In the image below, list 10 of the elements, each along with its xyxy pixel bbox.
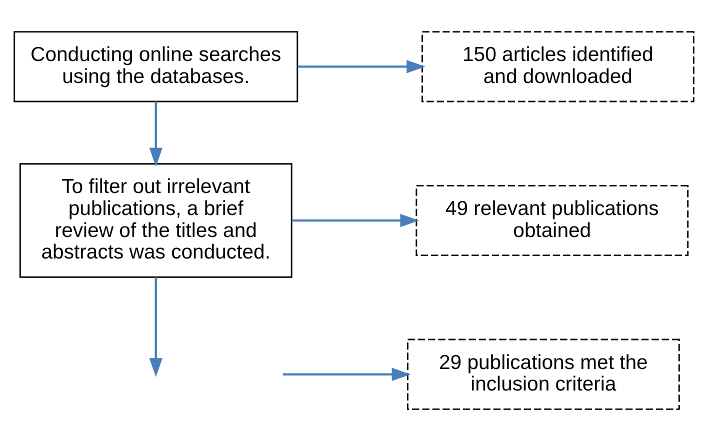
node-box: To filter out irrelevant publications, a brief review of the titles and abstracts was conducted.: [19, 162, 292, 278]
arrow: [149, 101, 162, 166]
node-box: 150 articles identified and downloaded: [422, 30, 694, 102]
arrow: [149, 276, 162, 377]
node-box: Conducting online searches using the databases.: [14, 30, 298, 102]
arrow: [282, 367, 411, 380]
arrow: [292, 213, 420, 227]
arrow: [298, 60, 426, 73]
node-box: 29 publications met the inclusion criteria: [406, 338, 680, 410]
node-box: 49 relevant publications obtained: [416, 184, 689, 256]
